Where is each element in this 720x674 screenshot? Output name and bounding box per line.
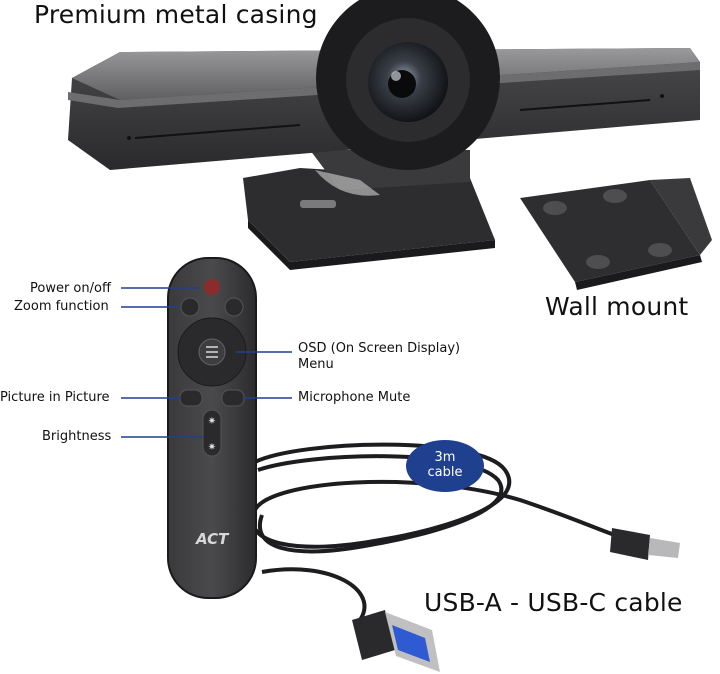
brightness-icon (202, 409, 222, 457)
zoom-in-icon (224, 297, 244, 317)
usb-a-plug (352, 610, 440, 672)
usb-c-plug (610, 528, 680, 560)
picture-in-picture-icon (179, 389, 203, 407)
callout-brightness: Brightness (42, 429, 112, 444)
webcam (68, 0, 700, 270)
callout-lines (121, 287, 292, 438)
svg-text:✷: ✷ (208, 416, 216, 427)
callout-power: Power on/off (30, 281, 111, 296)
cable-label: USB-A - USB-C cable (424, 588, 683, 617)
callout-zoom: Zoom function (14, 299, 109, 314)
headline: Premium metal casing (34, 0, 318, 29)
wall-mount-bracket (520, 178, 712, 290)
callout-osd-line2: Menu (298, 357, 334, 372)
callout-mic: Microphone Mute (298, 390, 411, 405)
callout-pip: Picture in Picture (0, 390, 110, 405)
cable-badge-line1: 3m (434, 450, 456, 465)
wall-mount-label: Wall mount (545, 292, 689, 321)
cable-badge-line2: cable (427, 465, 463, 480)
callout-osd-line1: OSD (On Screen Display) (298, 341, 461, 356)
remote-brand-logo: ACT (196, 530, 229, 548)
microphone-mute-icon (221, 389, 245, 407)
cable-length-badge (406, 440, 484, 492)
remote-control: ✷ ✷ (167, 257, 257, 599)
cable-badge-text: 3m cable (418, 450, 472, 480)
svg-text:✷: ✷ (208, 442, 216, 453)
power-icon (204, 279, 220, 295)
zoom-out-icon (180, 297, 200, 317)
callout-osd: OSD (On Screen Display) Menu (298, 341, 460, 373)
